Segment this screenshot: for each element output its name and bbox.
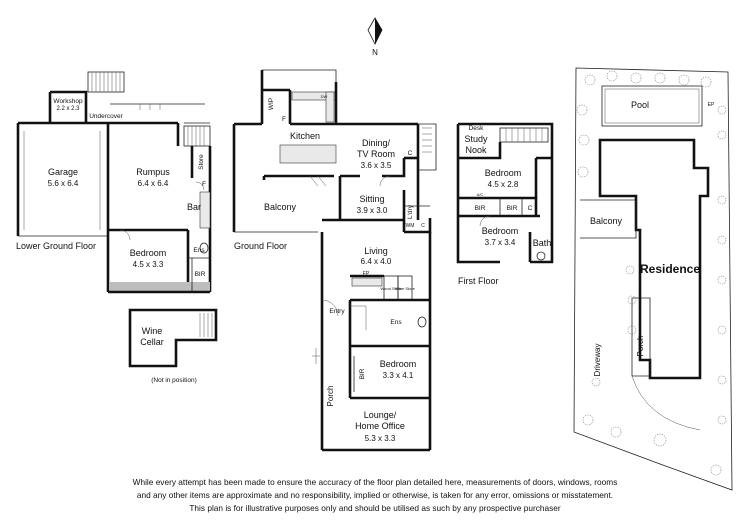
lower-bir-label: BIR	[195, 271, 206, 278]
sitting-label: Sitting	[359, 194, 384, 204]
disclaimer-line1: While every attempt has been made to ens…	[133, 477, 618, 487]
garage-label: Garage	[48, 167, 78, 177]
site-plan: Pool EP Balcony Residence Driveway Porch	[573, 67, 733, 491]
wine-store-label: Wine Store	[395, 286, 416, 291]
first-bedroom1-dims: 4.5 x 2.8	[488, 180, 519, 189]
dw-label: DW	[321, 94, 328, 99]
sitting-dims: 3.9 x 3.0	[357, 206, 388, 215]
bar-label: Bar	[187, 202, 201, 212]
store-label: Store	[198, 154, 205, 170]
kitchen-fridge-label: F	[282, 116, 286, 123]
workshop-dims: 2.2 x 2.3	[56, 106, 80, 112]
rumpus-label: Rumpus	[136, 167, 170, 177]
dining-label-line2: TV Room	[357, 149, 395, 159]
lounge-label-line1: Lounge/	[364, 410, 397, 420]
lower-bedroom-dims: 4.5 x 3.3	[133, 260, 164, 269]
lower-ground-floor-label: Lower Ground Floor	[16, 241, 96, 251]
first-bir2-label: BIR	[507, 205, 518, 212]
compass: N	[367, 17, 383, 57]
dining-dims: 3.6 x 3.5	[361, 161, 392, 170]
first-bedroom2-label: Bedroom	[482, 226, 519, 236]
first-cupboard-label: C	[528, 205, 533, 212]
dining-label-line1: Dining/	[362, 138, 391, 148]
ground-bir-label: BIR	[359, 368, 366, 379]
site-porch-label: Porch	[636, 336, 645, 357]
wine-cellar-label-line1: Wine	[142, 326, 163, 336]
disclaimer-line2: and any other items are approximate and …	[137, 490, 613, 500]
kitchen-label: Kitchen	[290, 131, 320, 141]
disclaimer: While every attempt has been made to ens…	[133, 477, 618, 513]
wine-cellar: Wine Cellar (Not in position)	[128, 308, 218, 384]
wine-cellar-label-line2: Cellar	[140, 337, 164, 347]
not-in-position-note: (Not in position)	[151, 377, 197, 384]
pool-label: Pool	[631, 100, 649, 110]
first-bedroom2-dims: 3.7 x 3.4	[485, 238, 516, 247]
first-floor-label: First Floor	[458, 276, 499, 286]
ground-balcony-label: Balcony	[264, 202, 297, 212]
compass-label: N	[372, 48, 378, 57]
lower-ens-label: Ens	[193, 247, 205, 254]
bath-label: Bath	[533, 238, 552, 248]
undercover-label: Undercover	[89, 113, 123, 120]
site-balcony-label: Balcony	[590, 216, 623, 226]
first-bir1-label: BIR	[475, 205, 486, 212]
workshop-label: Workshop	[53, 98, 83, 105]
residence-label: Residence	[640, 262, 700, 276]
fridge-label: F	[202, 181, 206, 188]
living-dims: 6.4 x 4.0	[361, 257, 392, 266]
ground-floor-label: Ground Floor	[234, 241, 287, 251]
wip-label: WIP	[268, 98, 275, 110]
ac-label: A/C	[477, 192, 484, 197]
first-floor: Desk Study Nook Bedroom 4.5 x 2.8 A/C BI…	[456, 122, 554, 286]
ep-label: EP	[708, 102, 715, 108]
laundry-label: L'dry	[407, 204, 414, 219]
wood-store-label: Wood Store	[380, 286, 402, 291]
rumpus-dims: 6.4 x 6.4	[138, 179, 169, 188]
entry-label: Entry	[329, 308, 345, 315]
first-bedroom1-label: Bedroom	[485, 168, 522, 178]
study-nook-line1: Study	[464, 134, 488, 144]
laundry-cupboard-label: C	[421, 223, 425, 229]
ground-bedroom-dims: 3.3 x 4.1	[383, 371, 414, 380]
lounge-dims: 5.3 x 3.3	[365, 434, 396, 443]
ground-ens-label: Ens	[390, 319, 402, 326]
ground-porch-label: Porch	[326, 386, 335, 407]
lower-ground-floor: Workshop 2.2 x 2.3 Undercover Garage 5.6…	[16, 71, 212, 294]
fireplace-label: FP	[363, 271, 370, 277]
desk-label: Desk	[469, 125, 485, 132]
ground-bedroom-label: Bedroom	[380, 359, 417, 369]
disclaimer-line3: This plan is for illustrative purposes o…	[189, 503, 560, 513]
lower-bedroom-label: Bedroom	[130, 248, 167, 258]
lounge-label-line2: Home Office	[355, 421, 405, 431]
ground-floor: WIP F DW Kitchen Dining/ TV Room 3.6 x 3…	[232, 69, 437, 452]
living-label: Living	[364, 246, 388, 256]
garage-dims: 5.6 x 6.4	[48, 179, 79, 188]
dining-cupboard-label: C	[408, 150, 413, 157]
study-nook-line2: Nook	[465, 145, 487, 155]
driveway-label: Driveway	[593, 344, 602, 377]
wm-label: WM	[406, 223, 415, 229]
